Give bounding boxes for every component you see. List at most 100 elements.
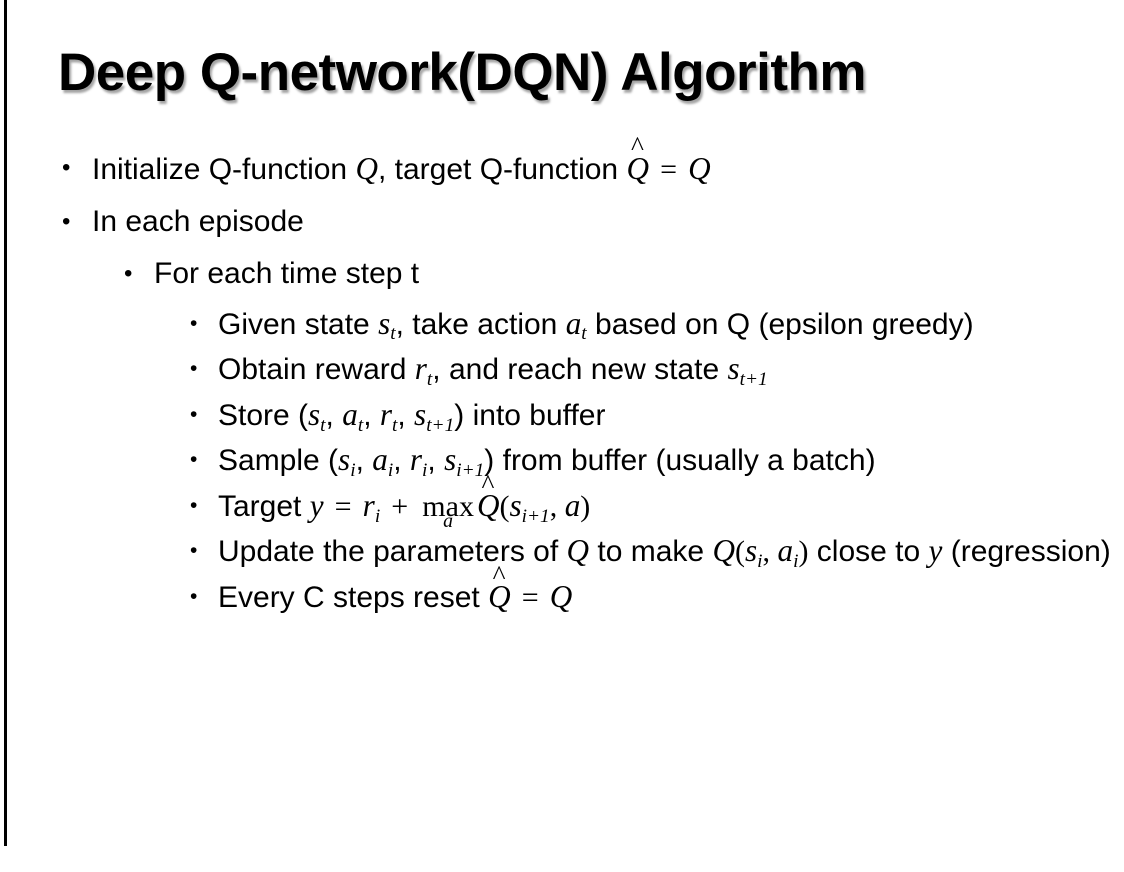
math-operator: +: [383, 489, 416, 523]
math-variable-hat: ^Q: [626, 132, 649, 190]
bullet-text-run: Initialize Q-function: [92, 153, 356, 186]
math-variable-subscripted: at: [565, 305, 587, 345]
math-variable: y: [928, 533, 943, 569]
math-variable: Q: [549, 579, 573, 615]
list-item-text: Obtain reward rt, and reach new state st…: [218, 349, 1118, 390]
bullet-text-run: Obtain reward: [218, 353, 415, 387]
math-subscript: i: [350, 460, 356, 482]
bullet-dot-icon: •: [190, 311, 198, 335]
math-punctuation: ,: [762, 535, 778, 569]
bullet-dot-icon: •: [190, 493, 198, 517]
hat-accent-icon: ^: [492, 559, 506, 590]
math-subscript: t: [390, 323, 396, 345]
math-hat-base: Q: [626, 151, 649, 186]
math-subscript: i+1: [521, 505, 550, 527]
math-variable-subscripted: si+1: [444, 442, 485, 482]
math-variable: Q: [566, 533, 590, 569]
bullet-dot-icon: •: [62, 207, 71, 235]
bullet-dot-icon: •: [190, 539, 198, 563]
bullet-text-run: , and reach new state: [432, 353, 728, 387]
math-operator: =: [514, 581, 547, 615]
math-max-label: max: [422, 489, 474, 523]
hat-accent-icon: ^: [481, 468, 495, 499]
math-variable-hat: ^Q: [488, 561, 511, 618]
math-variable: a: [564, 487, 581, 523]
bullet-text-run: (regression): [942, 535, 1111, 569]
math-variable-subscripted: st+1: [414, 396, 455, 436]
math-subscript: t+1: [739, 369, 768, 391]
math-subscript: t: [357, 414, 364, 436]
bullet-text-run: ,: [427, 444, 445, 478]
list-item-text: Given state st, take action at based on …: [218, 304, 1118, 345]
bullet-dot-icon: •: [190, 402, 198, 426]
math-variable: Q: [712, 533, 735, 569]
bullet-text-run: ,: [325, 398, 343, 432]
bullet-text-run: Given state: [218, 307, 379, 341]
list-item: •Initialize Q-function Q, target Q-funct…: [0, 132, 1124, 190]
list-item: •Every C steps reset ^Q = Q: [0, 561, 1124, 618]
math-variable-subscripted: ai: [372, 442, 394, 482]
math-variable-subscripted: rt: [379, 396, 398, 436]
bullet-text-run: ,: [393, 444, 410, 478]
math-variable-subscripted: si: [338, 442, 356, 482]
list-item-text: Update the parameters of Q to make Q(si,…: [218, 531, 1118, 572]
math-subscript: t+1: [426, 414, 455, 436]
list-item: •For each time step t: [0, 254, 1124, 294]
math-variable-subscripted: at: [342, 396, 364, 436]
math-variable-subscripted: si: [744, 533, 763, 573]
math-variable-subscripted: si+1: [509, 487, 550, 527]
math-subscript: i: [374, 505, 381, 527]
bullet-text-run: Update the parameters of: [218, 535, 567, 569]
list-item-text: Store (st, at, rt, st+1) into buffer: [218, 395, 1118, 436]
slide-left-rule: [4, 0, 7, 846]
bullet-text-run: based on Q (epsilon greedy): [586, 307, 974, 341]
math-subscript: t: [392, 414, 398, 436]
math-variable: Q: [688, 151, 711, 186]
bullet-text-run: For each time step t: [154, 256, 420, 290]
bullet-text-run: , target Q-function: [377, 153, 627, 186]
math-hat-base: Q: [476, 487, 500, 523]
math-subscript: i: [757, 551, 763, 573]
list-item: • Store (st, at, rt, st+1) into buffer: [0, 395, 1124, 436]
math-variable-subscripted: st: [378, 305, 396, 345]
hat-accent-icon: ^: [631, 130, 644, 161]
bullet-text-run: ) from buffer (usually a batch): [484, 444, 876, 478]
bullet-text-run: ,: [397, 398, 415, 432]
list-item: • Update the parameters of Q to make Q(si…: [0, 531, 1124, 572]
math-variable-subscripted: ri: [362, 487, 381, 527]
math-variable-subscripted: rt: [414, 351, 433, 391]
math-max-subscript: a: [443, 510, 454, 533]
math-operator: =: [652, 153, 685, 186]
math-hat-base: Q: [488, 579, 511, 615]
math-subscript: i: [387, 460, 394, 482]
math-variable-subscripted: ri: [409, 442, 428, 482]
list-item: • Sample (si, ai, ri, si+1) from buffer (…: [0, 440, 1124, 481]
bullet-dot-icon: •: [190, 357, 198, 381]
bullet-text-run: Sample (: [218, 444, 339, 478]
bullet-text-run: Every C steps reset: [218, 581, 489, 615]
math-punctuation: (: [734, 535, 745, 569]
bullet-text-run: ,: [355, 444, 373, 478]
page-title: Deep Q-network(DQN) Algorithm: [58, 43, 866, 102]
math-punctuation: ): [580, 489, 591, 523]
math-subscript: t: [320, 414, 326, 436]
math-punctuation: ): [798, 535, 809, 569]
math-subscript: i: [422, 460, 428, 482]
math-variable-subscripted: st+1: [727, 351, 768, 391]
bullet-text-run: ,: [363, 398, 380, 432]
math-operator: =: [327, 489, 360, 523]
math-subscript: t: [581, 323, 587, 345]
bullet-text-run: close to: [808, 535, 929, 569]
list-item-text: Initialize Q-function Q, target Q-functi…: [92, 132, 1124, 190]
math-subscript: t: [426, 369, 433, 391]
list-item-text: Every C steps reset ^Q = Q: [218, 561, 1118, 618]
bullet-dot-icon: •: [190, 448, 198, 472]
list-item: • Obtain reward rt, and reach new state s…: [0, 349, 1124, 390]
bullet-dot-icon: •: [62, 154, 71, 181]
math-punctuation: (: [499, 489, 510, 523]
bullet-text-run: Store (: [218, 398, 309, 432]
math-punctuation: ,: [549, 489, 565, 523]
